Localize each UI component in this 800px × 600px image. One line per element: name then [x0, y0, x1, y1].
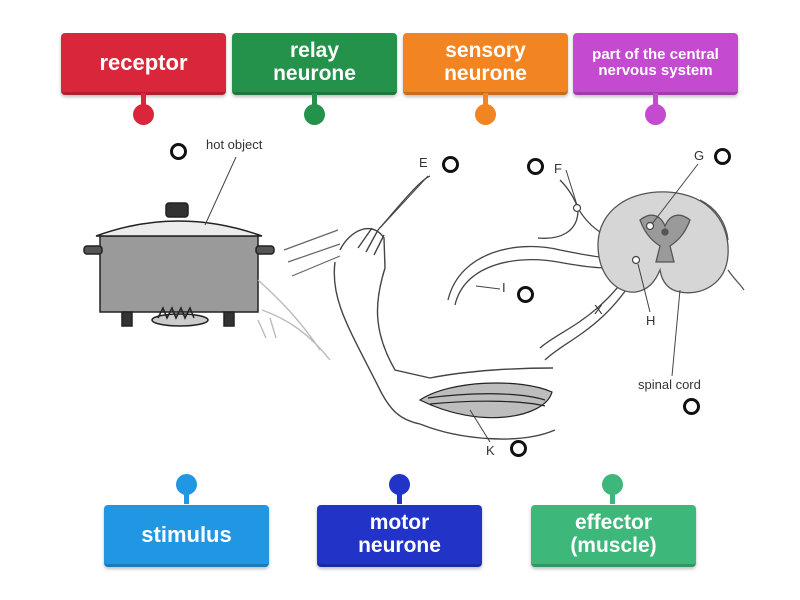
- pin-central-nervous-system[interactable]: [645, 93, 666, 127]
- pin-receptor[interactable]: [133, 93, 154, 127]
- tile-sensory-neurone-label: sensory neurone: [444, 39, 527, 85]
- label-spinal-cord: spinal cord: [638, 377, 701, 392]
- tile-motor-neurone-label: motor neurone: [358, 511, 441, 557]
- label-X: X: [594, 302, 603, 317]
- tile-effector-muscle-label: effector (muscle): [570, 511, 657, 557]
- pin-motor-neurone[interactable]: [389, 474, 410, 508]
- drop-target-E[interactable]: [442, 156, 459, 173]
- label-G: G: [694, 148, 705, 163]
- tile-receptor-label: receptor: [99, 49, 188, 75]
- heat-lines: [283, 229, 341, 277]
- drop-target-stimulus-area[interactable]: [170, 143, 187, 160]
- drop-target-K[interactable]: [510, 440, 527, 457]
- tile-stimulus-label: stimulus: [141, 521, 232, 547]
- label-I: I: [502, 280, 506, 295]
- drop-target-F[interactable]: [527, 158, 544, 175]
- label-F: F: [554, 161, 562, 176]
- drop-target-G[interactable]: [714, 148, 731, 165]
- leader-lines: [379, 163, 699, 443]
- label-hot-object: hot object: [206, 137, 263, 152]
- tile-effector-muscle[interactable]: effector (muscle): [531, 505, 696, 567]
- pin-sensory-neurone[interactable]: [475, 93, 496, 127]
- tile-sensory-neurone[interactable]: sensory neurone: [403, 33, 568, 95]
- spinal-cord: [597, 191, 745, 294]
- label-K: K: [486, 443, 495, 458]
- pin-stimulus[interactable]: [176, 474, 197, 508]
- hot-pan: [83, 202, 275, 327]
- tile-relay-neurone-label: relay neurone: [273, 39, 356, 85]
- tile-relay-neurone[interactable]: relay neurone: [232, 33, 397, 95]
- nerve-fibres: [377, 175, 641, 361]
- label-E: E: [419, 155, 428, 170]
- label-H: H: [646, 313, 656, 328]
- drop-target-I[interactable]: [517, 286, 534, 303]
- muscle: [418, 382, 553, 419]
- pin-relay-neurone[interactable]: [304, 93, 325, 127]
- tile-motor-neurone[interactable]: motor neurone: [317, 505, 482, 567]
- arm: [257, 227, 556, 440]
- tile-stimulus[interactable]: stimulus: [104, 505, 269, 567]
- hot-object-leader: [204, 156, 237, 226]
- drop-target-spinal-cord[interactable]: [683, 398, 700, 415]
- tile-central-nervous-system-label: part of the central nervous system: [592, 45, 719, 79]
- pin-effector-muscle[interactable]: [602, 474, 623, 508]
